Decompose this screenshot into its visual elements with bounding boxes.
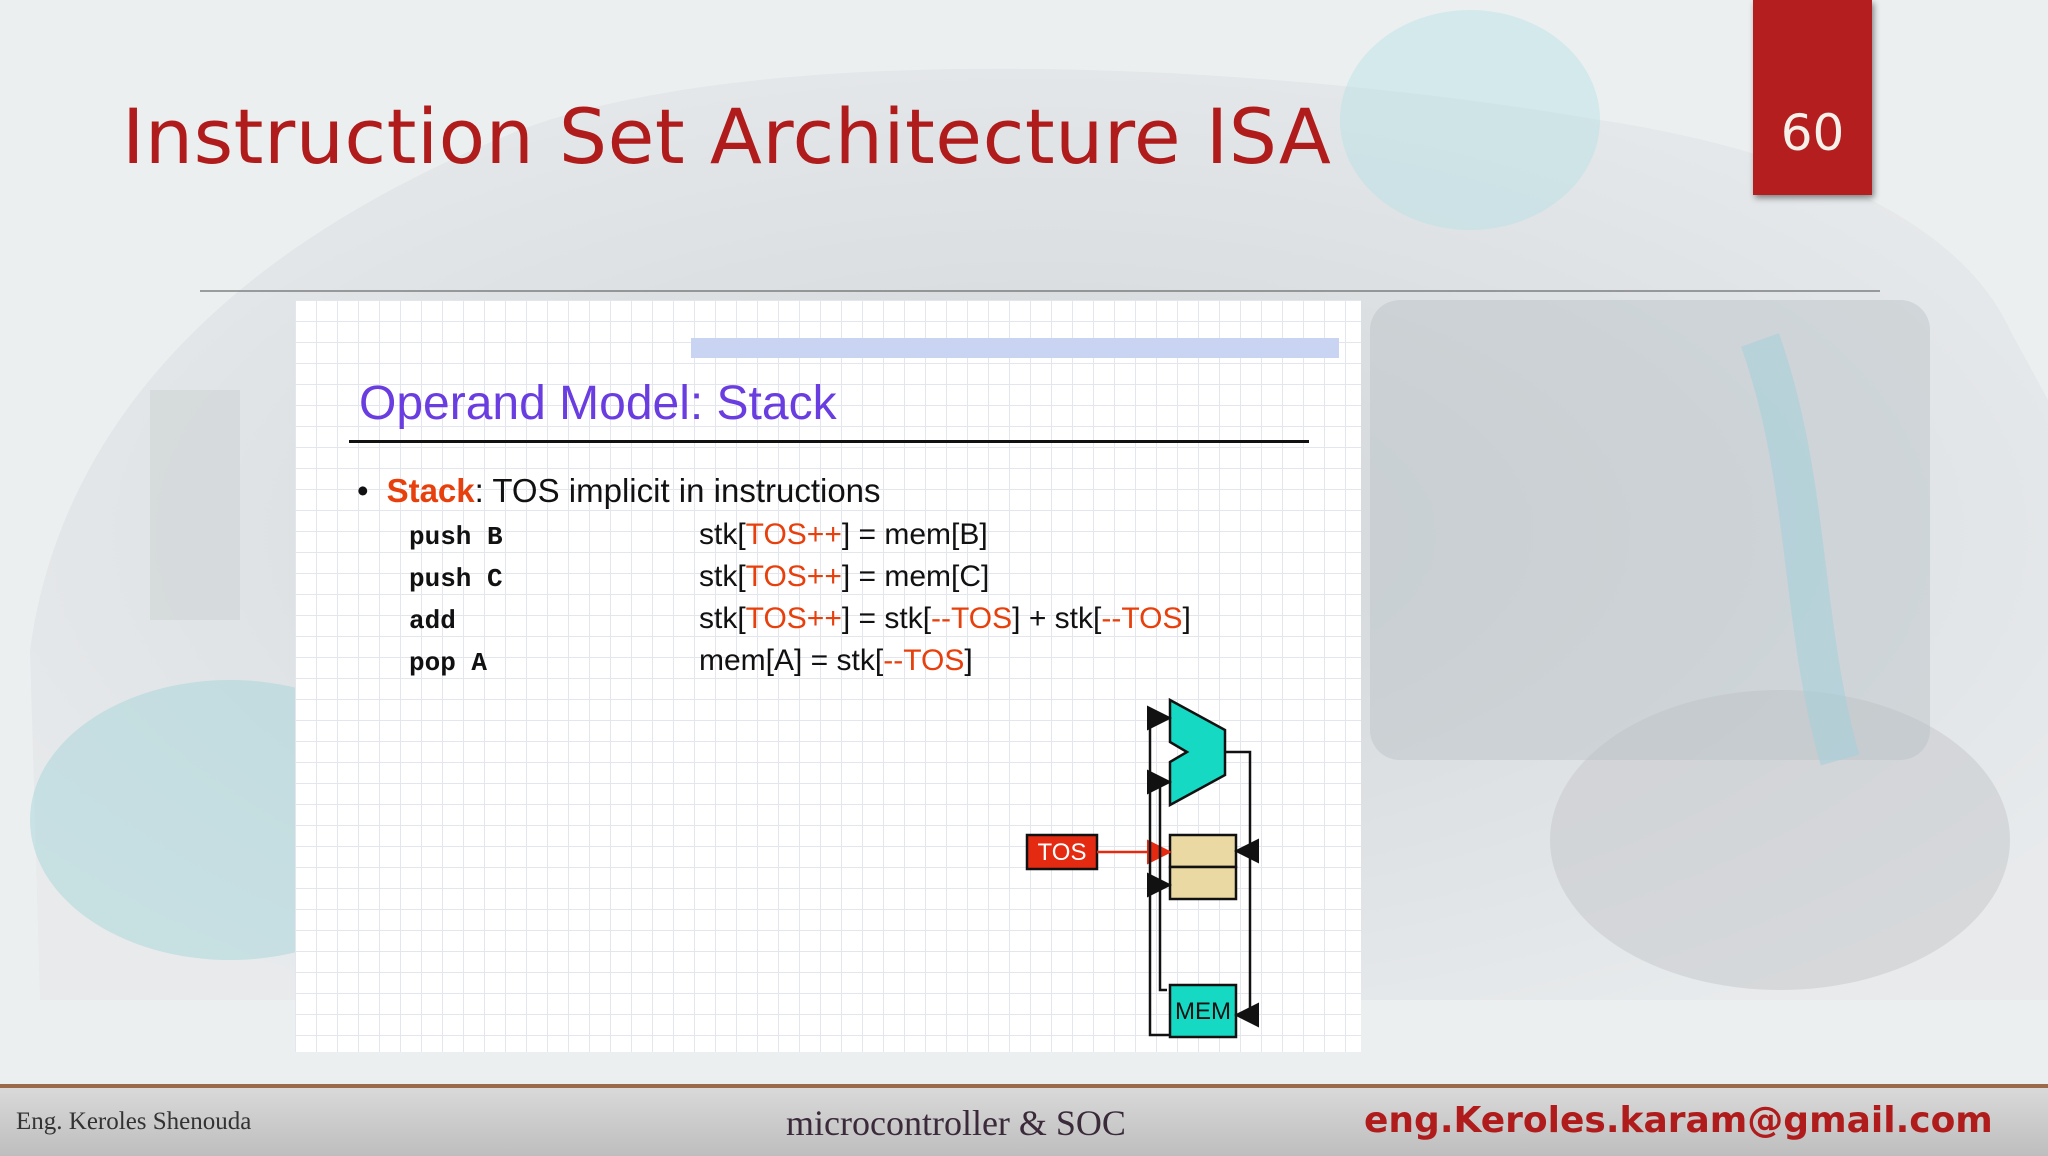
code-instruction: add xyxy=(409,606,456,636)
footer-email: eng.Keroles.karam@gmail.com xyxy=(1364,1100,1993,1141)
mem-label: MEM xyxy=(1175,998,1231,1025)
page-number-tab: 60 xyxy=(1753,0,1872,195)
code-instruction: push B xyxy=(409,522,503,552)
footer-course: microcontroller & SOC xyxy=(786,1103,1126,1143)
code-row: push C stk[TOS++] = mem[C] xyxy=(409,560,1309,600)
code-row: push B stk[TOS++] = mem[B] xyxy=(409,518,1309,558)
footer-author: Eng. Keroles Shenouda xyxy=(16,1108,252,1135)
alu-input-a-wire xyxy=(1147,705,1172,970)
alu-shape xyxy=(1168,697,1227,808)
title-divider xyxy=(200,290,1880,292)
stack-to-mem-wire xyxy=(1158,867,1167,992)
code-effect: stk[TOS++] = stk[--TOS] + stk[--TOS] xyxy=(699,602,1191,635)
code-effect: stk[TOS++] = mem[C] xyxy=(699,560,990,593)
bullet-keyword: Stack xyxy=(386,472,475,509)
code-row: pop A mem[A] = stk[--TOS] xyxy=(409,644,1309,684)
code-instruction: push C xyxy=(409,564,503,594)
stack-cell-bottom xyxy=(1168,865,1238,901)
stack-diagram: MEM TOS xyxy=(1025,697,1259,1039)
tos-label: TOS xyxy=(1038,839,1087,866)
mem-to-stack-wire xyxy=(1234,851,1259,1028)
embedded-top-bar xyxy=(691,338,1339,358)
embedded-title-rule xyxy=(349,440,1309,443)
code-row: add stk[TOS++] = stk[--TOS] + stk[--TOS] xyxy=(409,602,1309,642)
code-effect: mem[A] = stk[--TOS] xyxy=(699,644,973,677)
embedded-slide-title: Operand Model: Stack xyxy=(359,377,837,430)
bullet-stack: • Stack: TOS implicit in instructions xyxy=(357,472,881,510)
code-effect: stk[TOS++] = mem[B] xyxy=(699,518,988,551)
slide-footer: Eng. Keroles Shenouda microcontroller & … xyxy=(0,1084,2048,1156)
alu-input-b2-wire xyxy=(1147,769,1172,867)
code-instruction: pop A xyxy=(409,648,488,678)
slide-title: Instruction Set Architecture ISA xyxy=(122,92,1332,181)
bullet-text: : TOS implicit in instructions xyxy=(474,472,881,509)
bullet-dot-icon: • xyxy=(357,472,369,509)
embedded-slide-image: Operand Model: Stack • Stack: TOS implici… xyxy=(295,300,1361,1052)
mem-feedback-wire xyxy=(1148,970,1170,1037)
alu-output-wire xyxy=(1225,750,1259,864)
mem-block xyxy=(1168,983,1238,1039)
stack-cell-top xyxy=(1168,833,1238,869)
page-number: 60 xyxy=(1780,104,1845,162)
